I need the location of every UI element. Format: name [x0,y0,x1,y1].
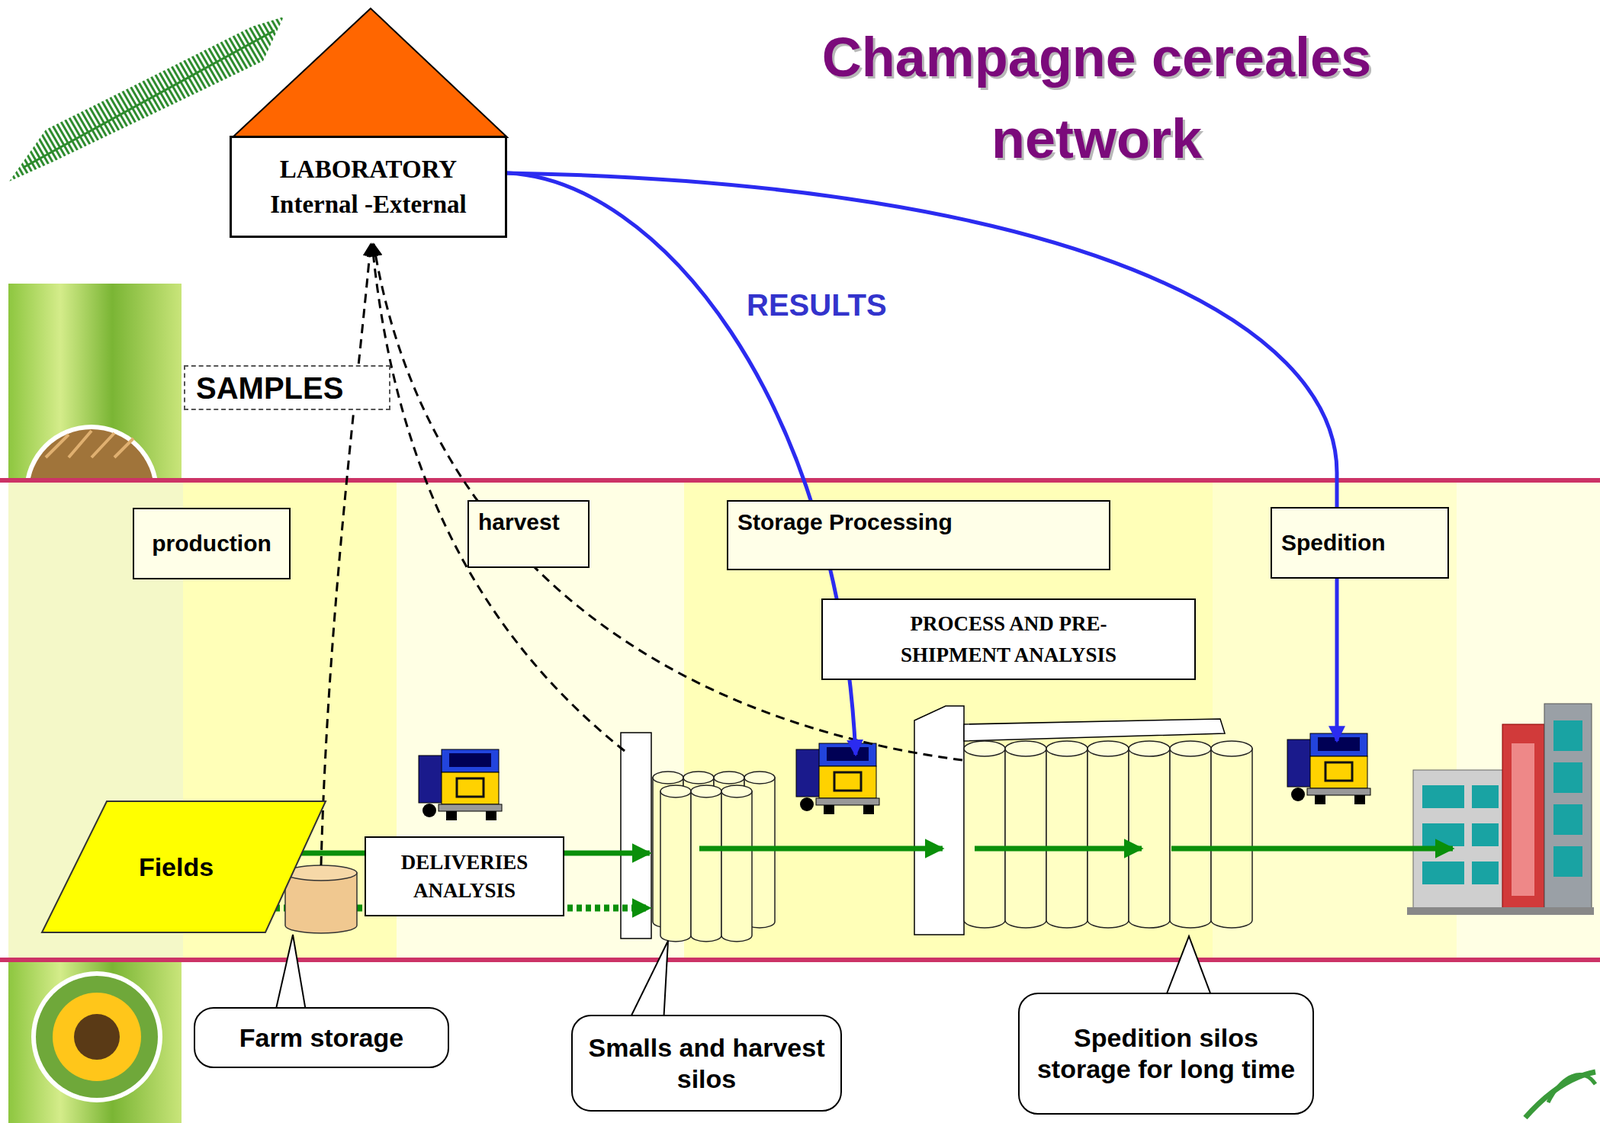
building-window [1511,743,1535,897]
stage-box: Storage Processing [726,500,1111,571]
wheat-ears [45,430,134,458]
result-line [507,173,856,756]
callout-tail [274,934,307,1016]
node-text: SAMPLES [195,369,379,407]
node-text: production [143,529,280,559]
sunflower-petals [52,992,142,1082]
flow-arrow [974,846,1142,852]
node-text: Fields [71,852,281,883]
fields-parallelogram [41,801,326,933]
building-window [1553,846,1583,878]
wheat-picture [28,429,155,479]
building-window [1422,785,1465,809]
silo-roof [963,719,1225,742]
node-text: Spedition silos storage for long time [1031,1022,1301,1086]
band-line [0,957,1600,963]
node-text: LABORATORY [240,151,496,187]
result-line [507,173,1337,742]
silo-tower [914,706,964,935]
truck [1287,733,1371,805]
node-text: Smalls and harvest silos [584,1032,829,1096]
results-label: RESULTS [742,288,892,323]
sunflower-picture [35,976,158,1099]
flow-arrow [1171,846,1453,852]
truck [418,749,502,821]
building-window [1471,861,1499,885]
silo [1169,741,1212,929]
building-window [1422,861,1465,885]
band-line [0,478,1600,483]
callout-tail [627,941,669,1024]
silo [690,785,722,942]
band-ground [8,482,1600,958]
silo [660,785,691,942]
stage-box: production [132,507,291,580]
silo [1046,741,1088,929]
analysis-box: DELIVERIES ANALYSIS [364,836,565,917]
stage-box: Spedition [1270,507,1449,579]
node-text: harvest [478,507,579,537]
silo [963,741,1006,929]
silo [1087,741,1129,929]
node-text: Storage Processing [737,507,1100,537]
node-text: Internal -External [240,186,496,222]
lab-roof [232,8,508,138]
logo-swirl [1548,1075,1596,1103]
sunflower-ring [31,971,163,1103]
callout-box: Smalls and harvest silos [571,1015,842,1112]
building-base [1407,907,1594,916]
building-window [1553,720,1583,752]
silo [1005,741,1047,929]
stage-box: harvest [467,500,590,569]
callout-box: Spedition silos storage for long time [1018,992,1315,1115]
building-window [1471,785,1499,809]
analysis-box: PROCESS AND PRE-SHIPMENT ANALYSIS [821,598,1196,681]
grass-picture [8,962,182,1123]
title: Champagne cereales network [715,16,1478,180]
logo-swirl [1525,1072,1596,1119]
wheat-ring [24,424,159,479]
farm-silo [285,873,357,934]
band-column [684,482,1213,958]
flow-arrow [699,846,943,852]
node-text: Farm storage [207,1022,436,1054]
sunflower-heart [73,1014,120,1061]
samples-box: SAMPLES [183,365,391,411]
silo [1128,741,1170,929]
truck [796,743,880,815]
silo [721,785,752,942]
building-window [1553,804,1583,836]
fields-shape: Fields [41,800,327,934]
callout-box: Farm storage [193,1007,450,1069]
silo [1211,741,1253,929]
laboratory-box: LABORATORYInternal -External [229,135,508,238]
building-window [1471,823,1499,847]
node-text: PROCESS AND PRE-SHIPMENT ANALYSIS [879,608,1139,671]
building-tower [1502,724,1545,914]
node-text: DELIVERIES ANALYSIS [378,848,551,905]
sample-line [321,244,371,866]
node-text: Spedition [1281,528,1439,558]
building-tower [1544,703,1592,910]
building-window [1422,823,1465,847]
building-window [1553,762,1583,794]
sample-line [372,244,625,752]
